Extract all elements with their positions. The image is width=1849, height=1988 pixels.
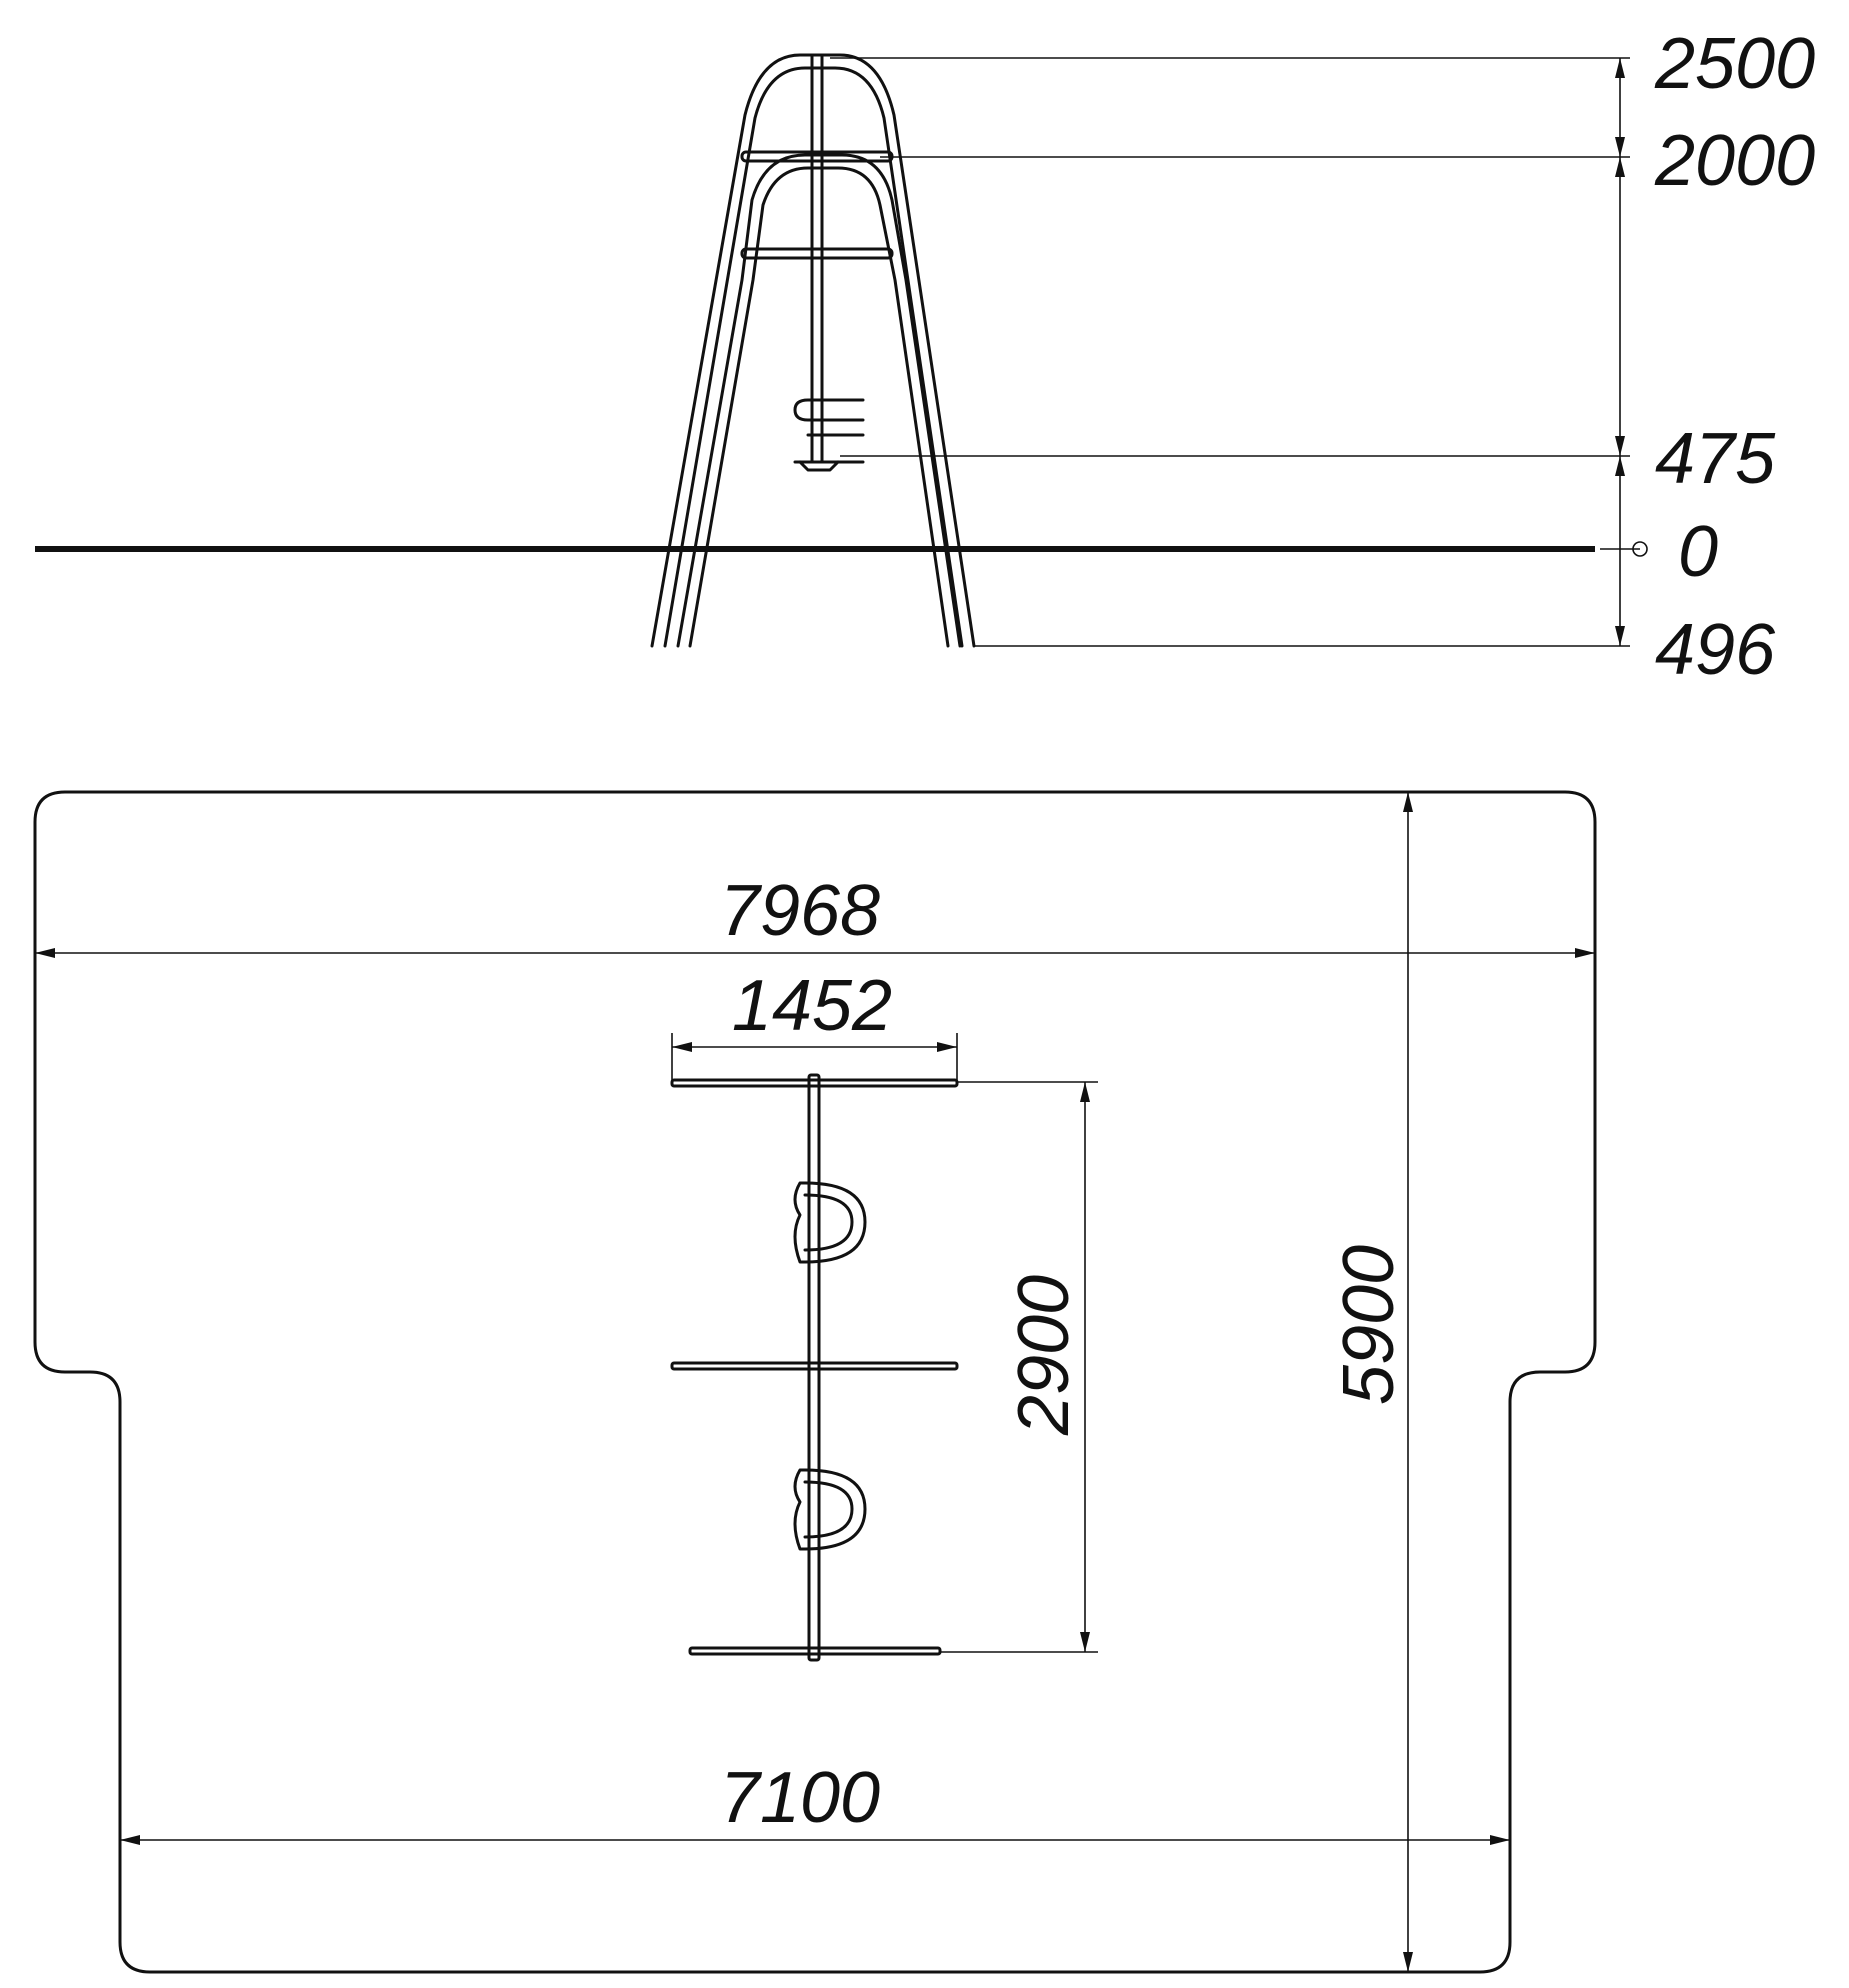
frame-crossmember-bottom (688, 1646, 942, 1656)
frame-outer-tube-inner-edge (663, 66, 964, 648)
central-beam (807, 1073, 821, 1662)
level-label-475: 475 (1655, 419, 1776, 499)
safety-zone-outline (33, 790, 1597, 1974)
lower-crossbar (740, 247, 894, 260)
dim-label-2900: 2900 (1004, 1275, 1084, 1436)
dim-label-7968: 7968 (720, 871, 880, 951)
level-label-2000: 2000 (1654, 121, 1815, 201)
frame-inner-tube-inner-edge (688, 166, 950, 648)
frame-inner-tube (676, 153, 962, 648)
seat (793, 460, 865, 472)
dim-label-7100: 7100 (720, 1758, 880, 1838)
frame-crossmember-top (670, 1078, 959, 1088)
dim-label-5900: 5900 (1329, 1245, 1409, 1405)
level-label-2500: 2500 (1654, 24, 1815, 104)
frame-crossmember-middle (670, 1361, 959, 1371)
zero-marker-icon (1632, 541, 1648, 557)
dim-label-1452: 1452 (732, 966, 892, 1046)
seat-lower (793, 1468, 867, 1551)
elevation-view: 2500 2000 475 0 496 (35, 24, 1815, 690)
frame-outer-tube (650, 53, 976, 648)
level-label-0: 0 (1678, 512, 1718, 592)
seat-handle (793, 398, 865, 422)
seat-upper (793, 1181, 867, 1264)
level-label-496: 496 (1655, 610, 1776, 690)
plan-view: 7968 7100 5900 1452 2900 (33, 790, 1597, 1974)
